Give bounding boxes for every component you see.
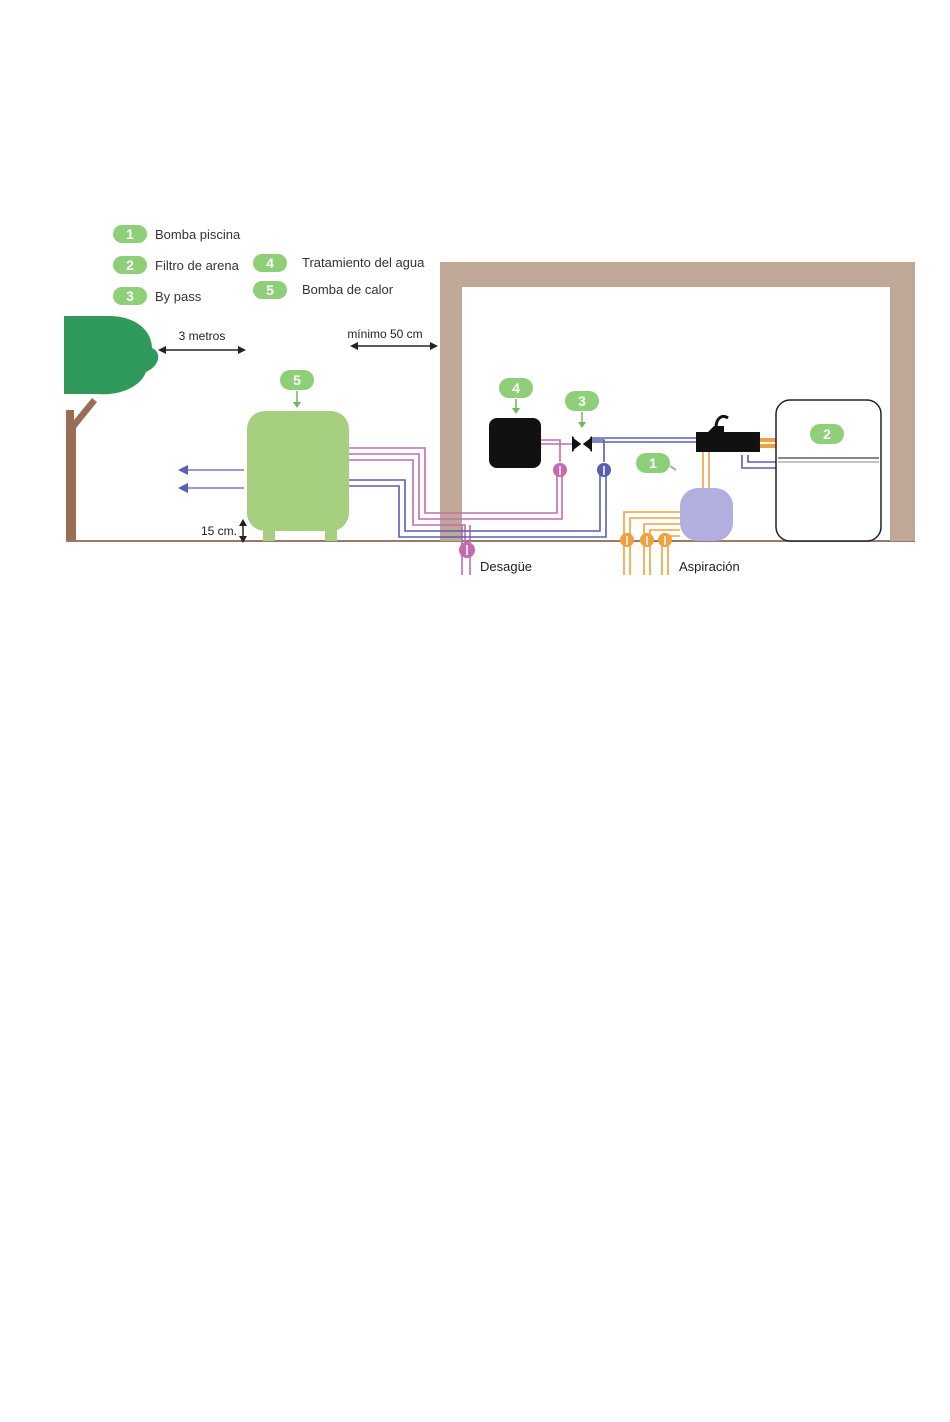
- heat-pump-badge: 5: [293, 372, 301, 388]
- ground-clearance-label: 15 cm.: [201, 524, 237, 538]
- pool-pump-badge: 1: [649, 455, 657, 471]
- tree-trunk: [66, 398, 97, 540]
- wall-distance-label: mínimo 50 cm: [347, 327, 422, 341]
- valve-blue-icon: [597, 463, 611, 477]
- tree-distance-label: 3 metros: [179, 329, 226, 343]
- dimension-wall-distance: mínimo 50 cm: [347, 327, 438, 350]
- legend-label-3: By pass: [155, 289, 202, 304]
- legend-item-2: 2 Filtro de arena: [113, 256, 240, 274]
- bypass-badge: 3: [578, 393, 586, 409]
- legend-badge-5: 5: [266, 282, 274, 298]
- sand-filter-badge: 2: [823, 426, 831, 442]
- valve-pink-icon: [553, 463, 567, 477]
- pool-pump: 1: [636, 416, 776, 541]
- sand-filter: 2: [776, 400, 881, 541]
- legend-badge-2: 2: [126, 257, 134, 273]
- drain-label: Desagüe: [480, 559, 532, 574]
- legend-item-1: 1 Bomba piscina: [113, 225, 241, 243]
- legend-item-5: 5 Bomba de calor: [253, 281, 394, 299]
- legend-badge-1: 1: [126, 226, 134, 242]
- legend-badge-3: 3: [126, 288, 134, 304]
- suction-valves: [620, 533, 672, 547]
- legend-item-3: 3 By pass: [113, 287, 202, 305]
- legend: 1 Bomba piscina 2 Filtro de arena 3 By p…: [113, 225, 425, 305]
- treatment-badge: 4: [512, 380, 520, 396]
- water-treatment-unit: 4: [489, 378, 541, 468]
- tree-canopy: [64, 316, 158, 394]
- bypass-valve: 3: [565, 391, 599, 452]
- dimension-ground-clearance: 15 cm.: [201, 519, 247, 543]
- legend-badge-4: 4: [266, 255, 274, 271]
- legend-item-4: 4 Tratamiento del agua: [253, 254, 425, 272]
- valve-drain-icon: [459, 542, 475, 558]
- legend-label-4: Tratamiento del agua: [302, 255, 425, 270]
- suction-label: Aspiración: [679, 559, 740, 574]
- heat-pump: 5: [247, 370, 349, 541]
- legend-label-2: Filtro de arena: [155, 258, 240, 273]
- dimension-tree-distance: 3 metros: [158, 329, 246, 354]
- tree: [64, 316, 158, 540]
- air-flow-arrows: [178, 465, 244, 493]
- legend-label-1: Bomba piscina: [155, 227, 241, 242]
- legend-label-5: Bomba de calor: [302, 282, 394, 297]
- pool-installation-diagram: 1 Bomba piscina 2 Filtro de arena 3 By p…: [0, 0, 950, 620]
